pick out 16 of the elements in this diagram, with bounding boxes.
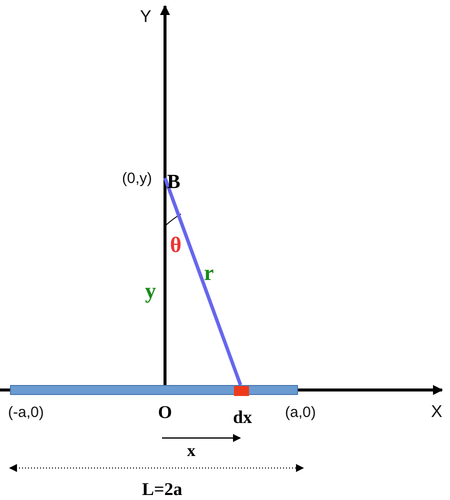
coordinate-label: (-a,0)	[8, 405, 44, 420]
edge-label: r	[204, 262, 214, 284]
line	[163, 177, 242, 386]
coordinate-label: (a,0)	[285, 405, 316, 420]
length-element	[234, 386, 249, 396]
element-label: dx	[233, 408, 252, 426]
point-label: B	[167, 171, 191, 193]
axis-label: X	[431, 403, 442, 420]
coordinate-label: (0,y)	[122, 171, 152, 186]
dimension-label: L=2a	[142, 480, 182, 498]
angle-label: θ	[170, 234, 182, 256]
length-label: y	[145, 280, 156, 302]
origin-label: O	[158, 403, 172, 421]
distance-label: x	[187, 442, 196, 459]
rod	[10, 385, 298, 395]
axis-label: Y	[140, 8, 152, 25]
